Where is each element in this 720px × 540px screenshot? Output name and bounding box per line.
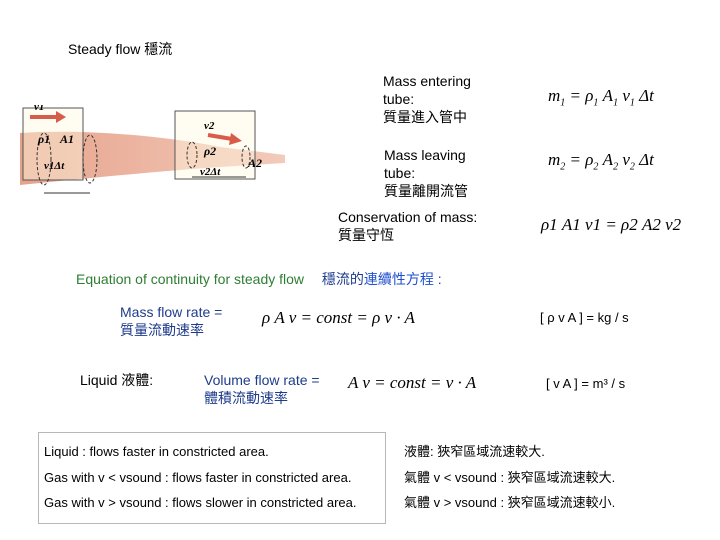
row-gas-slow-right: 氣體 v < vsound : 狹窄區域流速較大. (404, 470, 616, 485)
equation-m2: m2 = ρ2 A2 v2 Δt (548, 150, 654, 173)
continuity-heading: Equation of continuity for steady flow 穩… (76, 271, 442, 287)
equation-conservation: ρ1 A1 v1 = ρ2 A2 v2 (541, 215, 682, 234)
flow-tube (20, 131, 285, 185)
mass-leaving-label: Mass leaving tube: 質量離開流管 (384, 147, 468, 199)
label-rho2: ρ2 (203, 144, 216, 158)
liquid-label: Liquid 液體: (80, 372, 154, 388)
v2-arrow (207, 133, 233, 141)
label-v2dt: v2Δt (200, 166, 221, 178)
row-liquid-right: 液體: 狹窄區域流速較大. (404, 444, 545, 459)
page-title: Steady flow 穩流 (68, 41, 173, 57)
row-gas-fast-right: 氣體 v > vsound : 狹窄區域流速較小. (404, 495, 616, 510)
conservation-label: Conservation of mass: 質量守恆 (338, 209, 478, 243)
unit-volume-flow: [ v A ] = m³ / s (546, 376, 626, 391)
label-v1: v1 (34, 105, 44, 113)
label-rho1: ρ1 (37, 132, 50, 146)
inlet-box (22, 107, 84, 181)
v1-arrowhead (56, 111, 66, 123)
label-v1dt: v1Δt (44, 160, 65, 172)
equation-mass-flow: ρ A v = const = ρ v · A (262, 308, 415, 327)
row-gas-slow-left: Gas with v < vsound : flows faster in co… (44, 470, 352, 485)
label-A2: A2 (247, 156, 262, 170)
label-A1: A1 (59, 132, 74, 146)
mass-flow-rate-label: Mass flow rate = 質量流動速率 (120, 304, 223, 338)
inlet-cross-section (36, 132, 52, 186)
v2-arrowhead (229, 133, 242, 145)
label-v2: v2 (204, 120, 215, 132)
equation-volume-flow: A v = const = v · A (348, 373, 477, 392)
summary-box (38, 432, 386, 524)
inlet-cross-section-end (82, 134, 98, 184)
flow-tube-diagram: v1 ρ1 A1 v1Δt v2 ρ2 A2 v2Δt (20, 105, 285, 194)
equation-m1: m1 = ρ1 A1 v1 Δt (548, 86, 654, 109)
mass-entering-label: Mass entering tube: 質量進入管中 (383, 73, 471, 125)
row-gas-fast-left: Gas with v > vsound : flows slower in co… (44, 495, 357, 510)
volume-flow-rate-label: Volume flow rate = 體積流動速率 (204, 372, 320, 406)
unit-mass-flow: [ ρ v A ] = kg / s (540, 310, 629, 325)
outlet-cross-section (186, 141, 198, 169)
outlet-box (174, 110, 256, 180)
row-liquid-left: Liquid : flows faster in constricted are… (44, 444, 269, 459)
outlet-cross-section-end (241, 145, 251, 169)
